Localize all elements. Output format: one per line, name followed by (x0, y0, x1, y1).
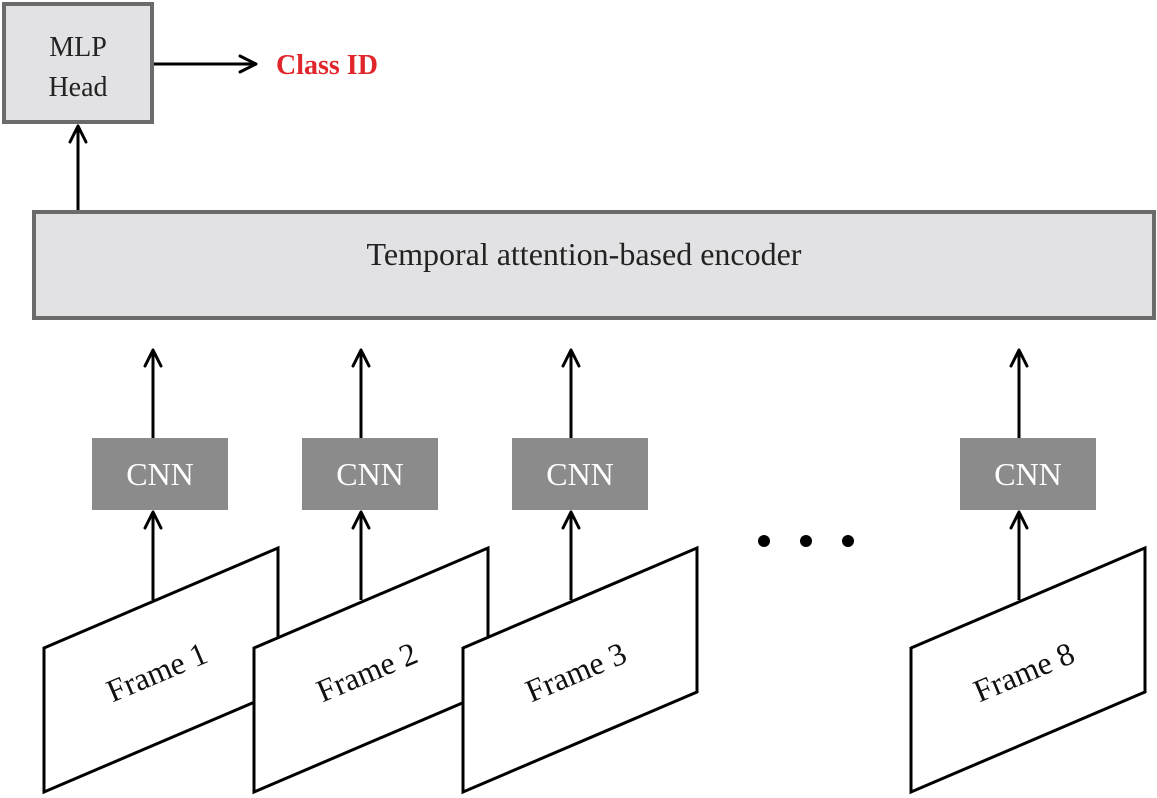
encoder-label: Temporal attention-based encoder (367, 236, 802, 272)
frame-column-8: CNN Frame 8 (909, 348, 1147, 795)
frame-parallelogram (461, 545, 699, 795)
cnn-box (512, 438, 648, 510)
frame-column-3: CNN Frame 3 (461, 348, 699, 795)
cnn-label: CNN (546, 456, 614, 492)
cnn-label: CNN (126, 456, 194, 492)
frame-column-2: CNN Frame 2 (252, 348, 490, 795)
mlp-head-box: MLP Head (2, 2, 154, 124)
cnn-box (92, 438, 228, 510)
mlp-head-line2: Head (48, 72, 107, 103)
cnn-label: CNN (336, 456, 404, 492)
ellipsis-dots (758, 535, 854, 547)
frame-column-1: CNN Frame 1 (42, 348, 280, 795)
temporal-encoder-box: Temporal attention-based encoder (32, 210, 1156, 320)
frame-parallelogram (909, 545, 1147, 795)
cnn-box (302, 438, 438, 510)
class-id-label: Class ID (276, 50, 378, 81)
cnn-label: CNN (994, 456, 1062, 492)
cnn-box (960, 438, 1096, 510)
mlp-head-line1: MLP (49, 32, 107, 63)
